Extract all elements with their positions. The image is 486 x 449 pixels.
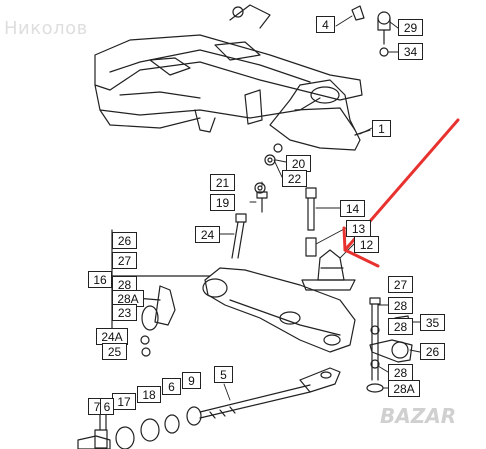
callout-6-right: 6 — [162, 378, 181, 395]
callout-28-right-3: 28 — [388, 364, 413, 381]
callout-24: 24 — [195, 226, 220, 243]
callout-22: 22 — [282, 170, 307, 187]
callout-34: 34 — [398, 43, 423, 60]
bolt-19 — [256, 191, 268, 213]
callout-5: 5 — [214, 366, 233, 383]
bump-stop — [301, 237, 356, 291]
callout-20: 20 — [286, 155, 311, 172]
strut-mount — [269, 79, 371, 151]
callout-26-right: 26 — [420, 343, 445, 360]
bottom-parts — [77, 404, 202, 449]
callout-27-right: 27 — [388, 276, 413, 293]
callout-28A-right: 28A — [388, 380, 420, 397]
ball-joint-stack — [366, 297, 413, 393]
callout-28-right-2: 28 — [388, 318, 413, 335]
callout-13: 13 — [346, 220, 371, 237]
lower-control-arm — [202, 267, 356, 353]
washers — [254, 143, 283, 194]
callout-17: 17 — [112, 393, 136, 410]
callout-25: 25 — [102, 343, 127, 360]
callout-35: 35 — [420, 314, 445, 331]
hardware-top-right — [351, 5, 391, 57]
brand-logo: BAZAR — [380, 404, 457, 428]
callout-14: 14 — [340, 200, 365, 217]
watermark: Николов — [4, 18, 88, 39]
callout-26-left: 26 — [112, 232, 137, 249]
bolt-14 — [305, 187, 317, 231]
callout-12: 12 — [354, 236, 379, 253]
callout-4: 4 — [316, 16, 335, 33]
callout-1: 1 — [372, 120, 391, 137]
callout-27-left: 27 — [112, 252, 137, 269]
callout-21: 21 — [210, 174, 235, 191]
callout-24A: 24A — [96, 328, 128, 345]
callout-18: 18 — [137, 386, 161, 403]
callout-19: 19 — [210, 194, 235, 211]
leader-lines — [217, 15, 421, 401]
bolt-24 — [231, 213, 247, 259]
callout-6-left: 6 — [100, 398, 114, 415]
callout-23: 23 — [112, 304, 137, 321]
tie-rod — [199, 367, 341, 419]
callout-9: 9 — [182, 372, 201, 389]
callout-16: 16 — [88, 271, 112, 288]
callout-28-right-1: 28 — [388, 297, 413, 314]
callout-29: 29 — [398, 19, 423, 36]
